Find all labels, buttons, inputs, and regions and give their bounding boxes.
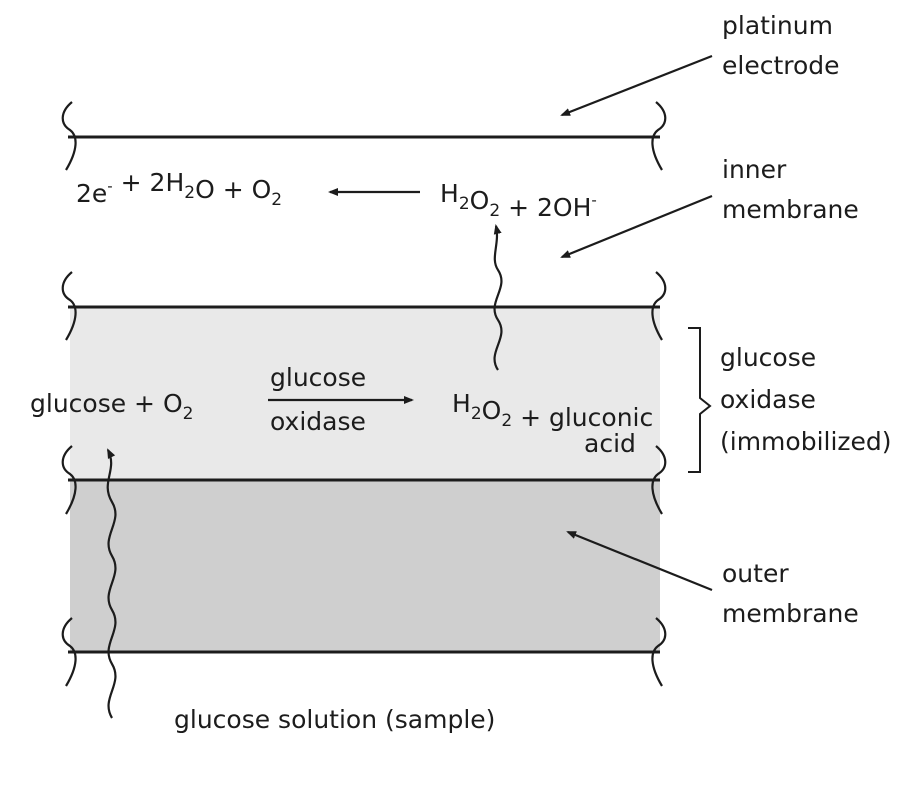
platinum-electrode-pointer — [560, 54, 713, 117]
outer-membrane-pointer — [566, 530, 713, 592]
glucose-oxidase-label-line1: glucose — [720, 343, 816, 372]
break-marks — [61, 101, 667, 687]
inner-membrane-label-line1: inner — [722, 155, 787, 184]
enzyme-reaction-rhs-line2: acid — [584, 429, 636, 458]
peroxide-diffusion-arrow — [493, 224, 503, 371]
outer-membrane-label-line2: membrane — [722, 599, 859, 628]
outer-membrane-label-line1: outer — [722, 559, 789, 588]
glucose-oxidase-label-line3: (immobilized) — [720, 427, 892, 456]
enzyme-reaction-lhs: glucose + O2 — [30, 389, 193, 424]
enzyme-reaction-rhs: H2O2 + gluconic — [452, 389, 653, 432]
platinum-electrode-label-line2: electrode — [722, 51, 840, 80]
platinum-electrode-label-line1: platinum — [722, 11, 833, 40]
glucose-oxidase-label-line2: oxidase — [720, 385, 816, 414]
outer-membrane-layer — [70, 480, 660, 652]
electrode-reaction-lhs: 2e- + 2H2O + O2 — [76, 168, 282, 210]
inner-membrane-pointer — [560, 194, 713, 259]
enzyme-layer-bracket — [688, 327, 712, 473]
sample-label: glucose solution (sample) — [174, 705, 495, 734]
glucose-diffusion-arrow — [106, 448, 117, 719]
catalyst-label-line1: glucose — [270, 363, 366, 392]
electrode-reaction-rhs: H2O2 + 2OH- — [440, 179, 597, 222]
enzyme-layer — [70, 307, 660, 480]
inner-membrane-label-line2: membrane — [722, 195, 859, 224]
catalyst-label-line2: oxidase — [270, 407, 366, 436]
